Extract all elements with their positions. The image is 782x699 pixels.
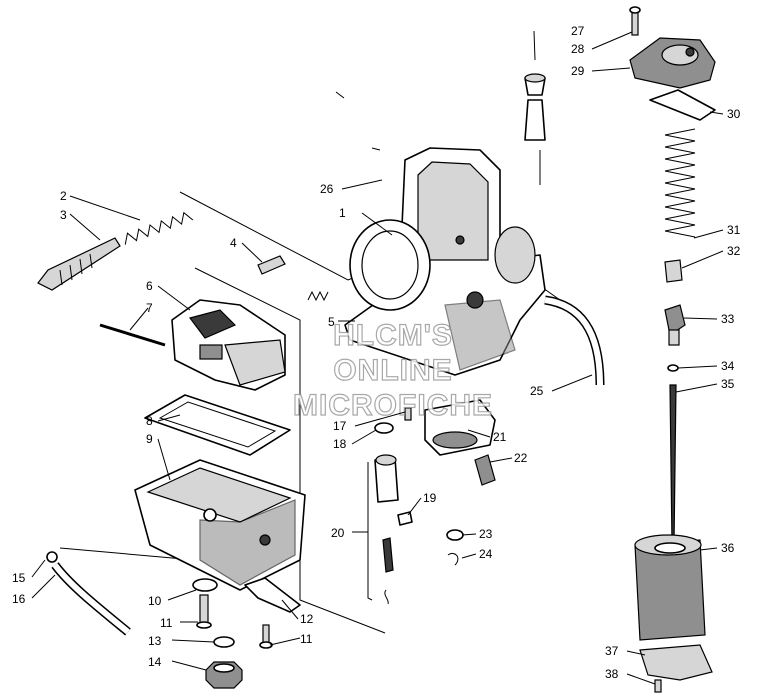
cap-gasket-30	[649, 89, 716, 121]
drain-plug-14	[205, 661, 243, 689]
o-ring-13	[213, 636, 235, 648]
callout-14: 14	[148, 655, 162, 669]
callout-15: 15	[12, 571, 26, 585]
main-jet-22	[474, 454, 496, 486]
callout-5: 5	[328, 315, 335, 329]
callout-20: 20	[331, 526, 345, 540]
callout-32: 32	[727, 244, 741, 258]
top-cap-29	[629, 37, 716, 89]
callout-11b: 11	[300, 632, 313, 646]
callout-23: 23	[479, 527, 493, 541]
callout-13: 13	[148, 634, 162, 648]
choke-housing-6	[171, 299, 286, 391]
top-screw-28	[629, 6, 641, 36]
vent-hose-26	[261, 57, 395, 206]
watermark-line-1: HLCM'S	[333, 319, 453, 352]
callout-2: 2	[60, 189, 67, 203]
overflow-hose-25	[544, 295, 605, 386]
idle-spring-2	[124, 211, 194, 245]
callout-33: 33	[721, 312, 735, 326]
float-bowl-9	[134, 459, 306, 591]
idle-screw-3	[37, 237, 121, 291]
callout-34: 34	[721, 359, 735, 373]
clip-24	[447, 552, 459, 566]
slide-spring-31	[664, 128, 696, 238]
callout-27: 27	[571, 24, 585, 38]
slide-plate-37	[639, 644, 713, 681]
callout-28: 28	[571, 42, 585, 56]
choke-pin-7	[99, 323, 166, 347]
jet-needle-35	[669, 384, 677, 546]
watermark: HLCM'S ONLINE MICROFICHE	[292, 318, 493, 422]
washer-23	[446, 529, 464, 541]
callout-26: 26	[320, 182, 334, 196]
plate-screw-38	[654, 679, 662, 693]
watermark-line-2: ONLINE	[333, 354, 452, 387]
callout-35: 35	[721, 377, 735, 391]
callout-24: 24	[479, 547, 493, 561]
callout-30: 30	[727, 107, 741, 121]
callout-38: 38	[605, 667, 619, 681]
clip-19	[397, 511, 413, 526]
screw-17	[404, 407, 412, 421]
needle-holder-33	[664, 304, 686, 346]
callout-22: 22	[514, 451, 528, 465]
callout-18: 18	[333, 437, 347, 451]
callout-10: 10	[148, 594, 162, 608]
air-screw-spring-5	[307, 290, 329, 302]
watermark-line-3: MICROFICHE	[293, 389, 493, 422]
callout-8: 8	[146, 414, 153, 428]
callout-17: 17	[333, 419, 347, 433]
callout-leaders	[31, 30, 724, 685]
callout-9: 9	[146, 432, 153, 446]
callout-labels: 1 2 3 4 5 6 7 8 9 10 11 13 14 12 11 15 1…	[12, 24, 741, 681]
hose-clip-15	[46, 551, 58, 563]
drain-hose-16	[51, 562, 131, 636]
callout-36: 36	[721, 541, 735, 555]
callout-7: 7	[146, 301, 153, 315]
o-ring-18	[374, 422, 394, 434]
gasket-10	[192, 578, 218, 592]
callout-21: 21	[493, 430, 507, 444]
drain-bolt-11a	[196, 594, 212, 629]
callout-19: 19	[423, 491, 437, 505]
callout-1: 1	[339, 206, 346, 220]
callout-37: 37	[605, 644, 619, 658]
bracket-12	[244, 577, 301, 613]
callout-3: 3	[60, 208, 67, 222]
spring-seat-32	[664, 259, 683, 283]
vent-plug-27	[524, 73, 546, 141]
callout-6: 6	[146, 279, 153, 293]
callout-31: 31	[727, 223, 741, 237]
throttle-slide-36	[634, 534, 706, 641]
screw-11b	[259, 624, 273, 649]
carburetor-body-1	[344, 147, 546, 376]
e-clip-34	[667, 364, 679, 372]
main-jet-holder-21	[424, 399, 496, 456]
callout-29: 29	[571, 64, 585, 78]
callout-16: 16	[12, 592, 26, 606]
float-needle-20b	[382, 537, 394, 605]
callout-4: 4	[230, 236, 237, 250]
callout-11a: 11	[160, 616, 173, 630]
bowl-gasket-8	[144, 394, 291, 456]
needle-seat-20	[374, 454, 399, 503]
callout-25: 25	[530, 384, 544, 398]
air-screw-4	[257, 255, 286, 275]
callout-12: 12	[300, 612, 314, 626]
